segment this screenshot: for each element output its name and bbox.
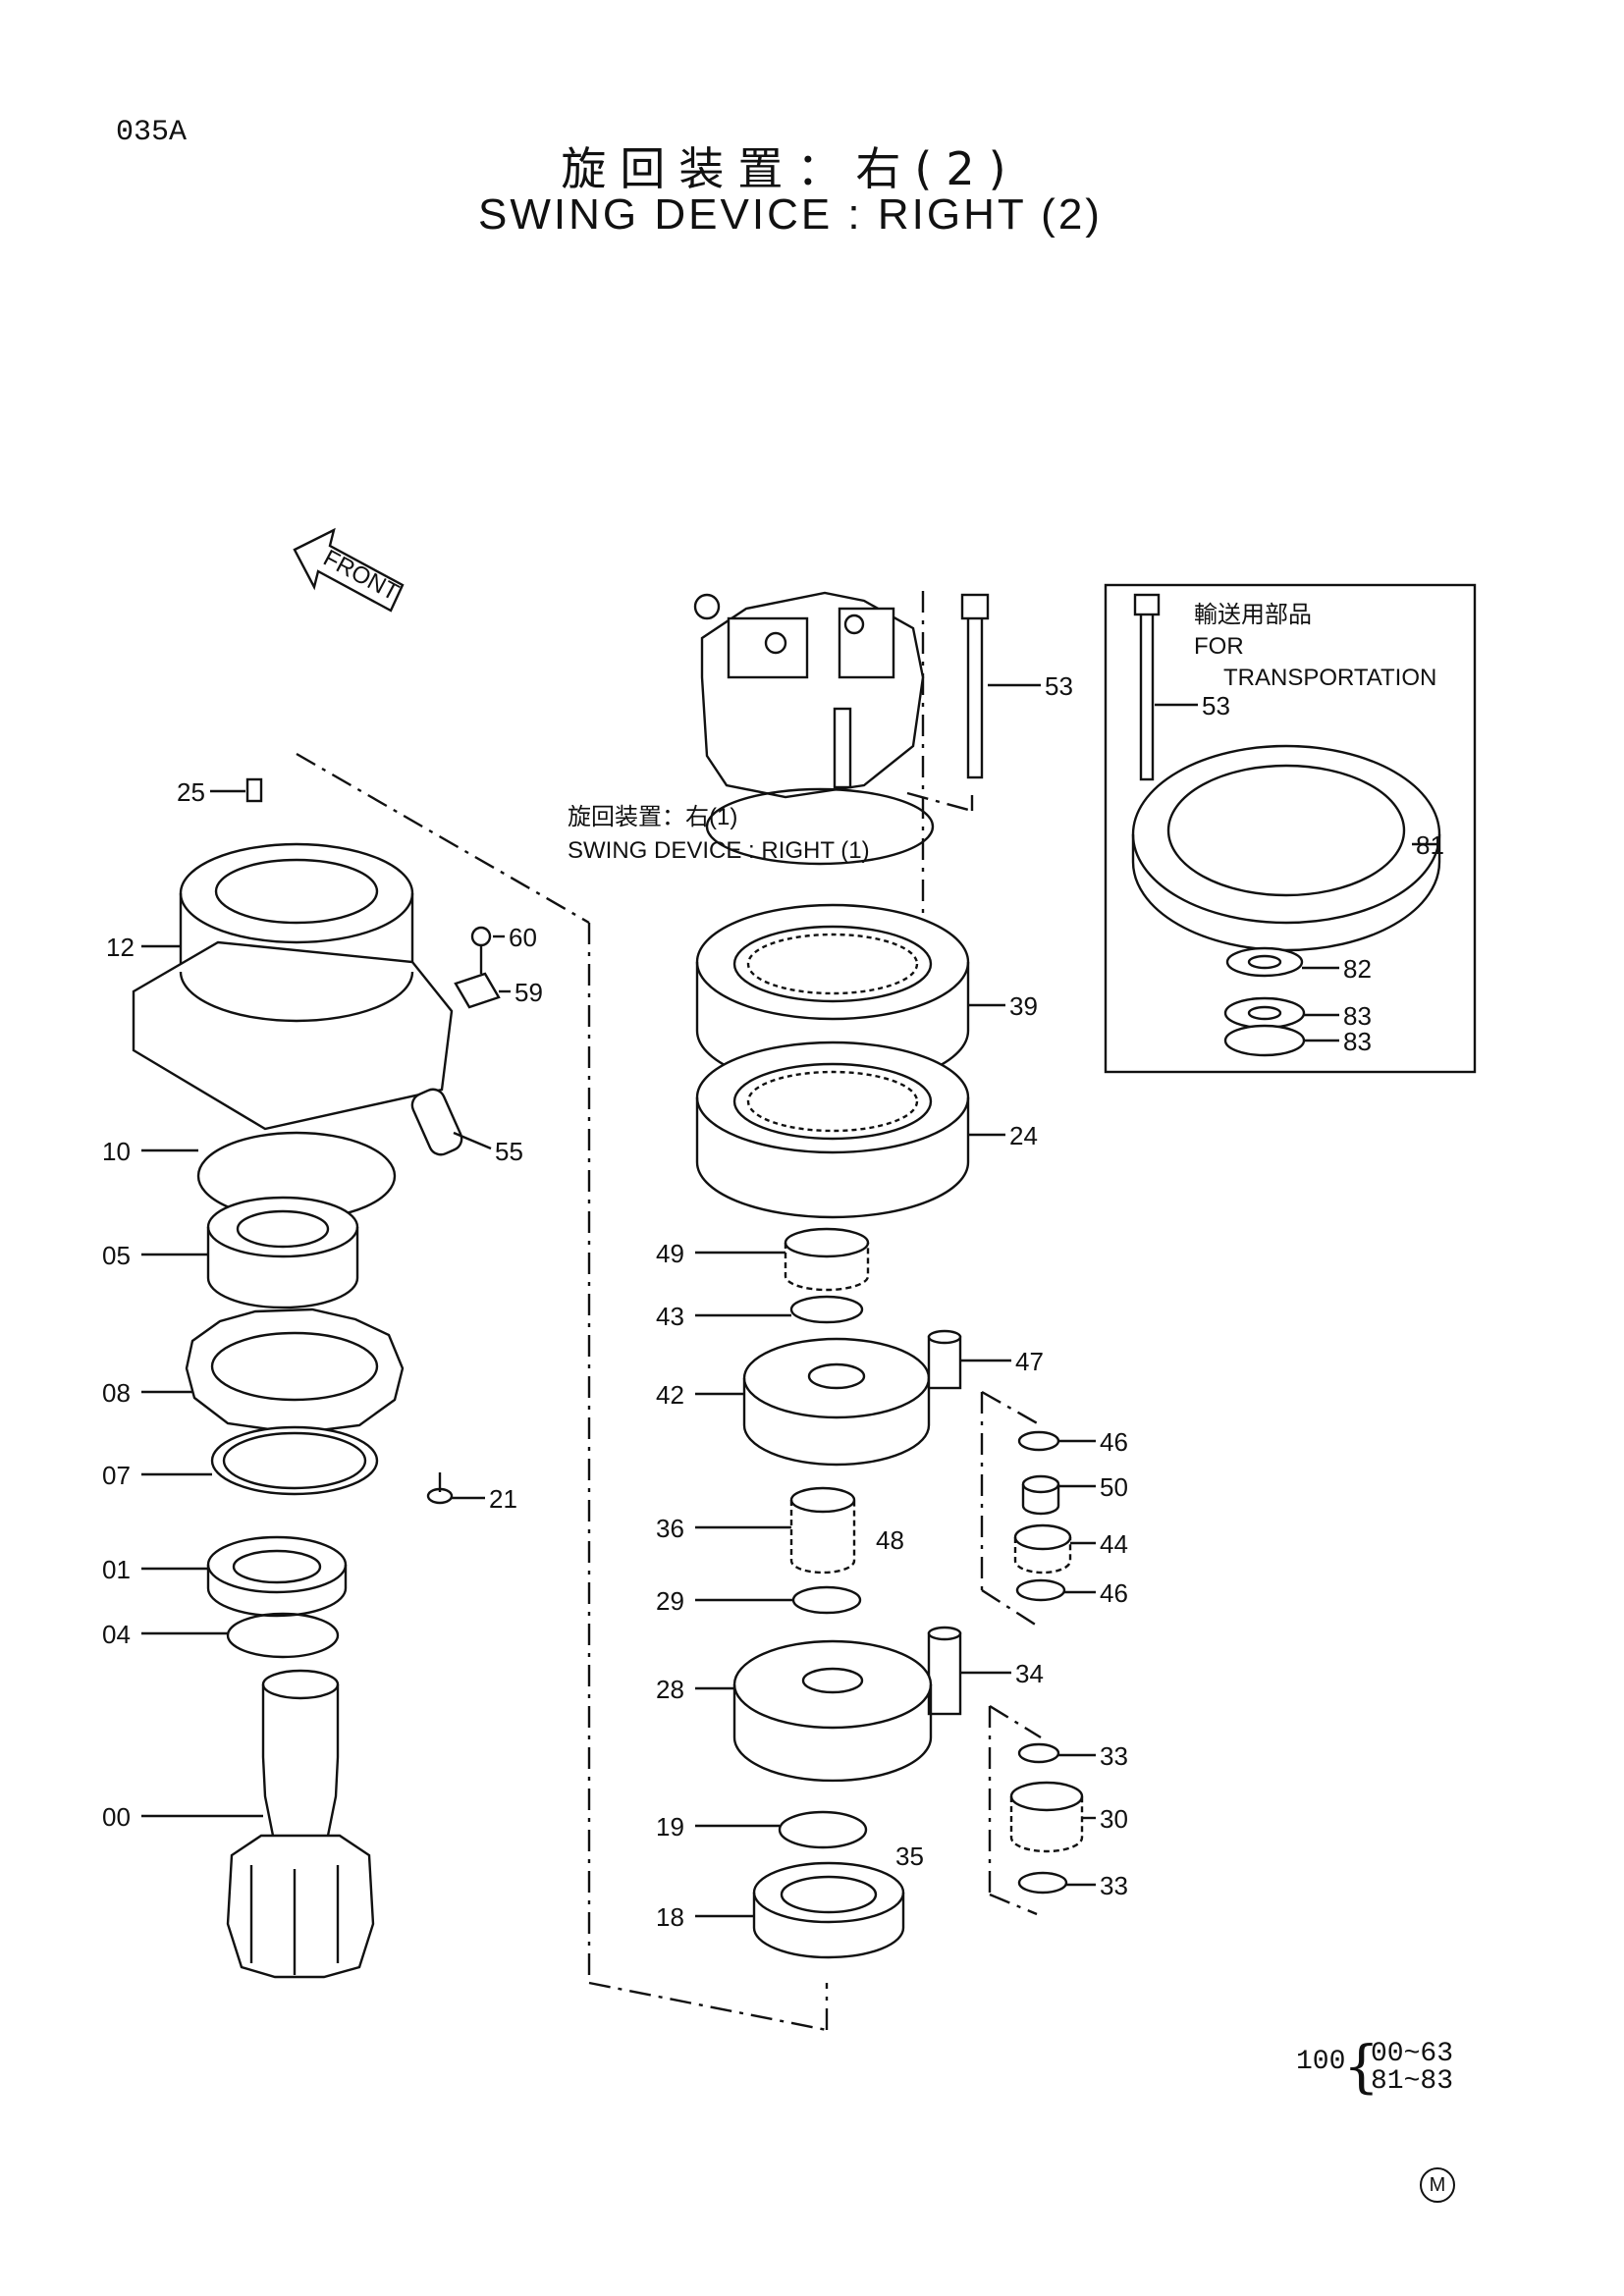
planet-gear-set-upper	[1013, 1430, 1072, 1602]
callout-83-lower: 83	[1343, 1027, 1372, 1056]
callout-24: 24	[1009, 1121, 1038, 1150]
dashed-guide-lines	[296, 589, 1042, 2032]
callout-28: 28	[656, 1675, 684, 1704]
footer-brace: {	[1343, 2033, 1380, 2100]
part-24-ring-gear	[695, 1041, 970, 1219]
callout-36: 36	[656, 1514, 684, 1543]
part-callouts: 25 12 60 59 10 55 05 08 07 21 01 04 00 5…	[102, 671, 1444, 1932]
part-60-bolt	[470, 926, 492, 974]
callout-08: 08	[102, 1378, 131, 1408]
part-25-pin	[245, 777, 263, 803]
part-19-snap-ring	[778, 1810, 868, 1849]
part-83-washers	[1223, 996, 1306, 1057]
callout-59: 59	[514, 978, 543, 1007]
part-21-bolt	[426, 1472, 454, 1505]
callout-82: 82	[1343, 954, 1372, 984]
callout-25: 25	[177, 777, 205, 807]
callout-53-transport: 53	[1202, 691, 1230, 721]
callout-42: 42	[656, 1380, 684, 1410]
part-00-pinion-shaft	[226, 1669, 375, 1979]
part-82-washer	[1225, 946, 1304, 978]
callout-33: 33	[1100, 1741, 1128, 1771]
reference-label-japanese: 旋回装置：右(1)	[568, 804, 737, 830]
callout-55: 55	[495, 1137, 523, 1166]
front-arrow-icon: FRONT	[293, 527, 405, 613]
part-47-pin	[927, 1329, 962, 1390]
page-title-japanese: 旋回装置：右(2)	[561, 142, 1020, 195]
part-04-o-ring	[226, 1612, 340, 1659]
part-55-sleeve	[410, 1088, 463, 1156]
footer-range-2: 81~83	[1371, 2066, 1454, 2097]
part-28-carrier	[732, 1639, 933, 1783]
callout-01: 01	[102, 1555, 131, 1584]
part-01-seal	[206, 1535, 348, 1618]
transport-parts-box	[1104, 583, 1477, 1074]
part-29-plate	[791, 1585, 862, 1615]
callout-07: 07	[102, 1461, 131, 1490]
page-code: 035A	[116, 116, 188, 149]
swing-motor-reference	[693, 591, 935, 866]
callout-48: 48	[876, 1525, 904, 1555]
callout-29: 29	[656, 1586, 684, 1616]
callout-60: 60	[509, 923, 537, 952]
callout-04: 04	[102, 1620, 131, 1649]
part-53-transport-bolt	[1133, 593, 1161, 781]
callout-39: 39	[1009, 991, 1038, 1021]
part-18-bearing	[752, 1861, 905, 1959]
callout-19: 19	[656, 1812, 684, 1842]
part-43-plate	[789, 1295, 864, 1324]
callout-18: 18	[656, 1902, 684, 1932]
callout-34: 34	[1015, 1659, 1044, 1688]
part-08-retainer	[185, 1308, 405, 1435]
callout-21: 21	[489, 1484, 517, 1514]
callout-83: 83	[1343, 1001, 1372, 1031]
callout-44: 44	[1100, 1529, 1128, 1559]
transport-label-english-1: FOR	[1194, 633, 1244, 660]
part-59-plate	[454, 972, 501, 1009]
circled-m-mark: M	[1420, 2167, 1455, 2203]
callout-49: 49	[656, 1239, 684, 1268]
callout-46-lower: 46	[1100, 1578, 1128, 1608]
quantity-footer: 100 { 00~63 81~83	[1296, 2033, 1453, 2100]
part-49-sun-gear	[784, 1227, 870, 1292]
callout-53: 53	[1045, 671, 1073, 701]
callout-05: 05	[102, 1241, 131, 1270]
part-05-bearing	[206, 1196, 359, 1309]
part-07-seal	[210, 1425, 379, 1496]
part-42-carrier	[742, 1337, 931, 1467]
page-title-english: SWING DEVICE : RIGHT (2)	[478, 190, 1103, 239]
callout-00: 00	[102, 1802, 131, 1832]
part-53-bolt	[960, 593, 990, 779]
transport-label-japanese: 輸送用部品	[1194, 602, 1312, 628]
transport-label-english-2: TRANSPORTATION	[1223, 665, 1436, 691]
callout-47: 47	[1015, 1347, 1044, 1376]
part-34-pin	[927, 1626, 962, 1716]
footer-qty: 100	[1296, 2047, 1346, 2077]
callout-81: 81	[1416, 830, 1444, 860]
callout-33-lower: 33	[1100, 1871, 1128, 1900]
callout-30: 30	[1100, 1804, 1128, 1834]
footer-range-1: 00~63	[1371, 2039, 1454, 2069]
part-12-housing	[132, 842, 454, 1131]
callout-12: 12	[106, 933, 135, 962]
callout-50: 50	[1100, 1472, 1128, 1502]
callout-10: 10	[102, 1137, 131, 1166]
reference-label-english: SWING DEVICE : RIGHT (1)	[568, 837, 870, 864]
planet-gear-set-lower	[1009, 1742, 1084, 1895]
part-36-sun-gear	[789, 1486, 856, 1575]
callout-46: 46	[1100, 1427, 1128, 1457]
callout-35: 35	[895, 1842, 924, 1871]
part-81-plate	[1131, 744, 1441, 952]
callout-43: 43	[656, 1302, 684, 1331]
callout-leader-lines	[141, 683, 1439, 1918]
